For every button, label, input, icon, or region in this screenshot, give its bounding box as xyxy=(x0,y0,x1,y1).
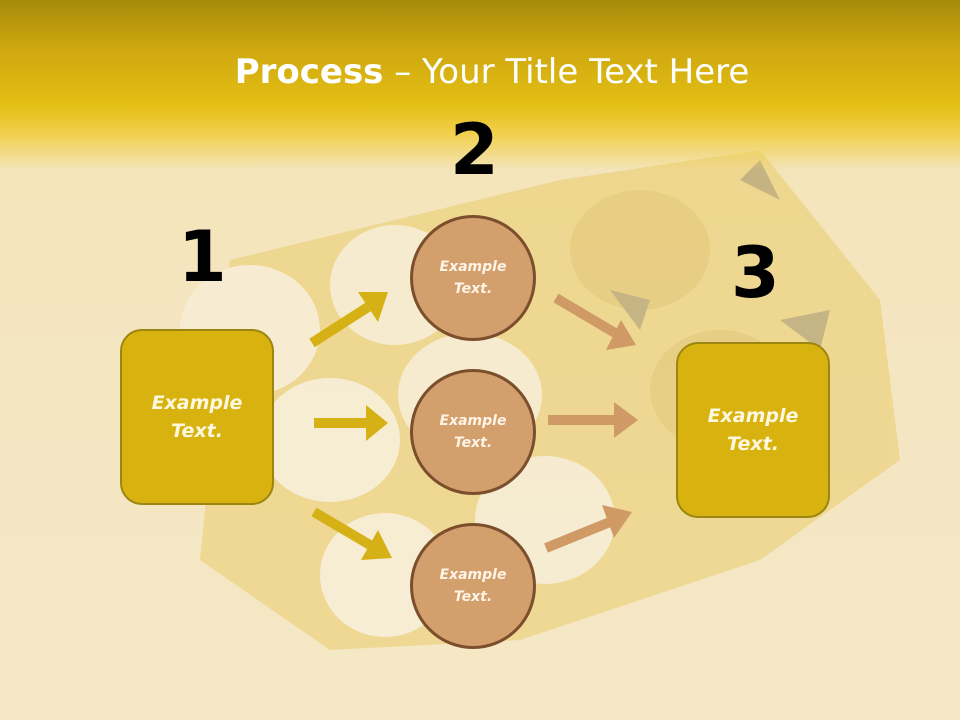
right-process-box[interactable]: Example Text. xyxy=(676,342,830,518)
arrow-to-bottom-circle xyxy=(311,507,392,560)
arrow-to-top-circle xyxy=(309,292,388,348)
arrow-from-top-circle xyxy=(553,293,636,350)
left-box-text: Example Text. xyxy=(151,391,243,443)
step-number-3: 3 xyxy=(731,232,780,314)
circle-bottom-text: Example Text. xyxy=(439,566,507,605)
arrow-from-middle-circle xyxy=(548,402,638,438)
title-bar xyxy=(0,0,960,170)
title-bold-part: Process xyxy=(234,52,384,92)
process-circle-bottom[interactable]: Example Text. xyxy=(410,523,536,649)
arrow-from-bottom-circle xyxy=(544,505,632,553)
right-box-text: Example Text. xyxy=(707,404,799,456)
step-number-2: 2 xyxy=(450,109,499,191)
left-process-box[interactable]: Example Text. xyxy=(120,329,274,505)
circle-middle-text: Example Text. xyxy=(439,412,507,451)
title-rest-part: – Your Title Text Here xyxy=(383,52,750,92)
process-circle-middle[interactable]: Example Text. xyxy=(410,369,536,495)
circle-top-text: Example Text. xyxy=(439,258,507,297)
slide-title: Process – Your Title Text Here xyxy=(0,52,960,92)
arrow-to-middle-circle xyxy=(314,405,388,441)
step-number-1: 1 xyxy=(178,216,227,298)
process-circle-top[interactable]: Example Text. xyxy=(410,215,536,341)
